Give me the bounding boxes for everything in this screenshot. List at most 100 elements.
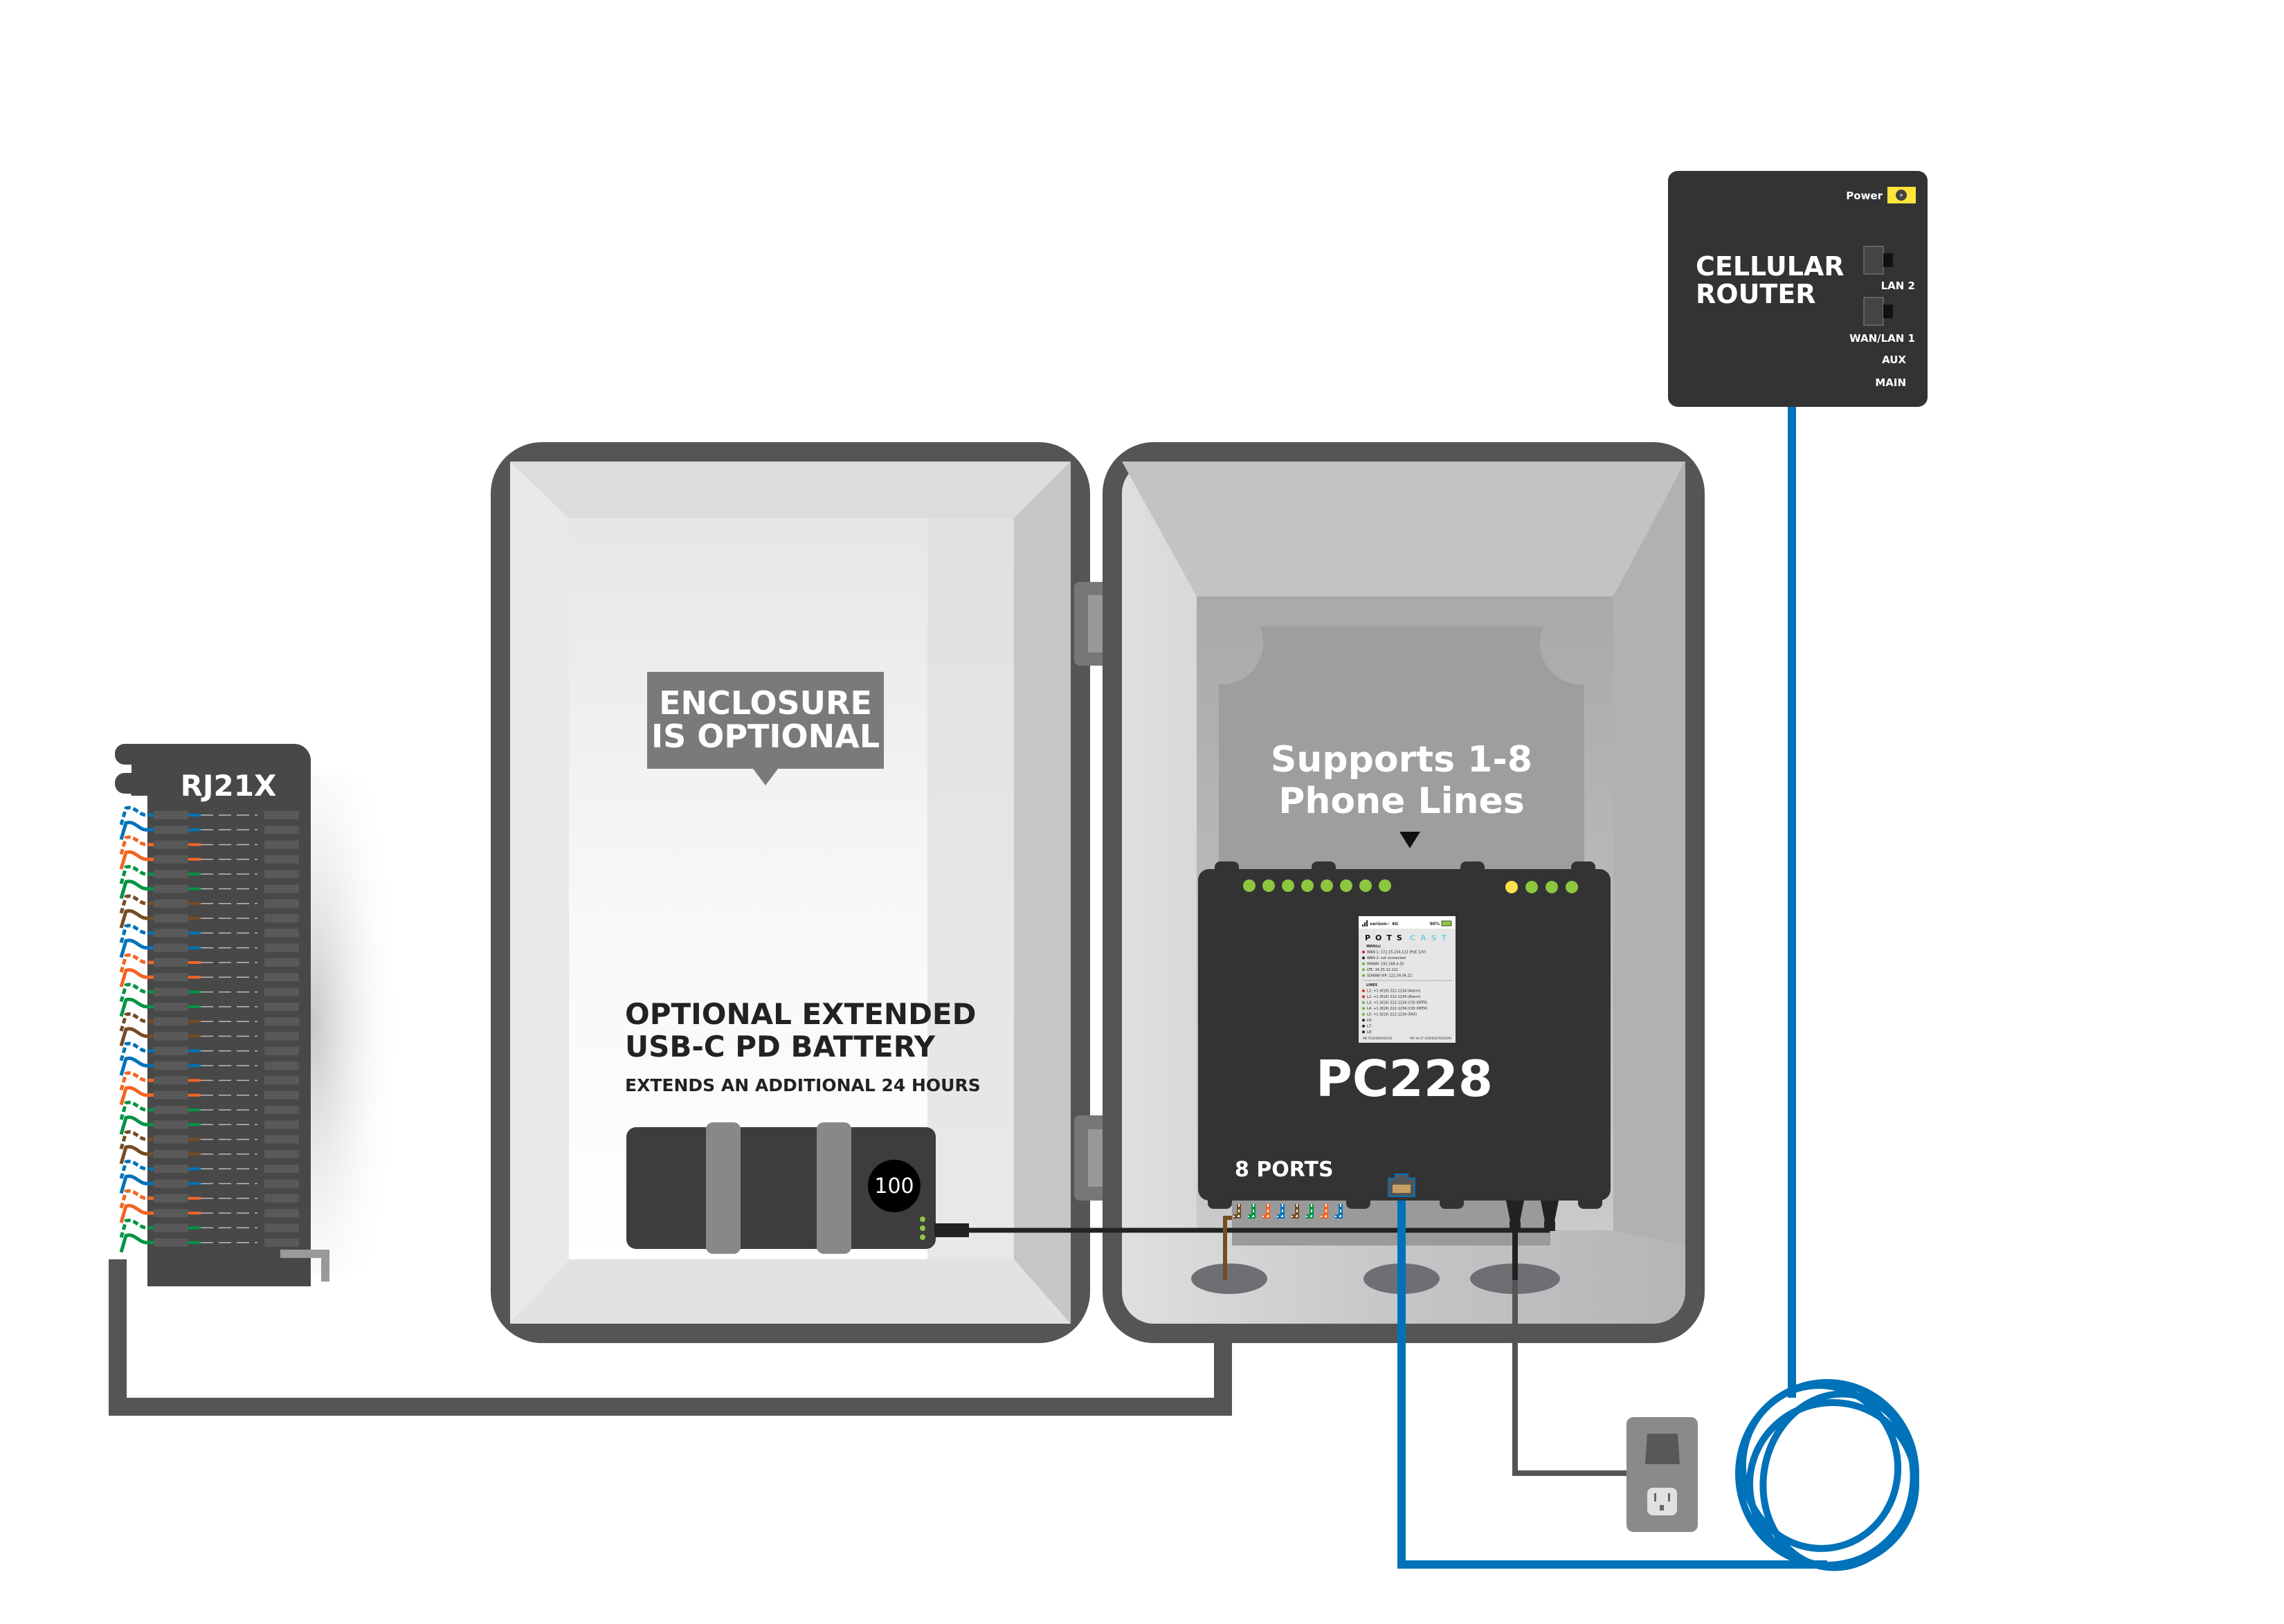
rj21x-punch-row [119, 909, 299, 929]
screen-status-list: WAN(s)WAN 1: 172.25.234.122 (PoE 12V)WAN… [1362, 945, 1452, 1034]
screen-row: L4: +1 (619) 222-1234 (CID XMTR) [1367, 1007, 1428, 1011]
status-dot [1362, 974, 1365, 977]
router-port-label: WAN/LAN 1 [1849, 332, 1915, 345]
usb-c-battery: 100 [626, 1122, 936, 1254]
pointer-arrow-icon [1399, 832, 1420, 848]
rj21x-wire [119, 1027, 154, 1047]
rj21x-wire [119, 924, 154, 944]
rj21x-punch-row [119, 1233, 299, 1253]
rj21x-punch-row [119, 879, 299, 900]
ethernet-coil [1735, 1379, 1919, 1571]
screen-row: L2: +1 (619) 222-1234 (Alarm) [1367, 995, 1421, 999]
status-dot [1362, 968, 1365, 971]
ethernet-cable [1397, 1176, 1827, 1569]
rj21x-punch-row [119, 1174, 299, 1194]
rj21x-wire-rows [119, 805, 299, 1253]
screen-row: L3: +1 (619) 222-1234 (CID XMTR) [1367, 1001, 1428, 1005]
rj21x-wire [119, 1144, 154, 1165]
rj21x-punch-row [119, 821, 299, 840]
line-led [1321, 879, 1333, 892]
ethernet-port[interactable] [1388, 1174, 1415, 1197]
rj21x-wire [119, 1233, 154, 1253]
line-led [1379, 879, 1391, 892]
rj21x-wire [119, 909, 154, 929]
router-title-line2: ROUTER [1696, 279, 1816, 309]
rj21x-punch-row [119, 1189, 299, 1209]
line-led [1359, 879, 1372, 892]
rj21x-punch-row [119, 968, 299, 987]
screen-row: LTE: 34.25.12.122 [1367, 968, 1398, 972]
line-led [1262, 879, 1275, 892]
screen-serial: SN: PC224D5A42234 [1363, 1037, 1393, 1040]
rj21x-punch-row [119, 865, 299, 884]
supports-callout-line1: Supports 1-8 [1271, 739, 1532, 781]
screen-row: L1: +1 (619) 222-1234 (Alarm) [1367, 989, 1421, 994]
cable-hole [1191, 1263, 1267, 1294]
battery-title-line2: USB-C PD BATTERY [625, 1030, 936, 1064]
phone-trunk-cable [109, 1259, 1232, 1416]
line-led [1243, 879, 1256, 892]
status-dot [1362, 989, 1365, 992]
status-led [1546, 881, 1558, 893]
rj21x-punch-row [119, 835, 299, 855]
status-dot [1362, 1012, 1365, 1016]
screen-battery: 90% [1430, 922, 1440, 927]
screen-logo-pots: POTS [1365, 933, 1407, 942]
line-led [1282, 879, 1294, 892]
rj21x-punch-row [119, 1160, 299, 1179]
rj21x-punch-row [119, 1027, 299, 1047]
router-antenna-label: AUX [1882, 354, 1906, 366]
power-connectors [1506, 1201, 1559, 1231]
screen-section-header: LINES [1366, 983, 1378, 987]
rj21x-wire [119, 1160, 154, 1179]
status-dot [1362, 956, 1365, 960]
status-led [1505, 881, 1518, 893]
status-led [1566, 881, 1578, 893]
supports-callout-line2: Phone Lines [1278, 781, 1524, 822]
device-ports-label: 8 PORTS [1235, 1158, 1334, 1182]
rj21x-punch-row [119, 953, 299, 973]
callout-line2: IS OPTIONAL [651, 718, 880, 755]
screen-row: L6: [1367, 1019, 1372, 1023]
rj21x-punch-row [119, 1130, 299, 1150]
router-title-line1: CELLULAR [1696, 251, 1845, 282]
rj21x-block: RJ21X [115, 744, 401, 1286]
lan2-port[interactable] [1863, 246, 1893, 275]
rj21x-wire [119, 1130, 154, 1150]
status-led [1525, 881, 1538, 893]
rj21x-wire [119, 953, 154, 973]
rj21x-punch-row [119, 1041, 299, 1061]
rj21x-punch-row [119, 1071, 299, 1091]
screen-row: WAN 1: 172.25.234.122 (PoE 12V) [1367, 951, 1426, 955]
router-power-label: Power [1846, 190, 1883, 202]
cellular-router: CELLULAR ROUTER Power LAN 2 WAN/LAN 1 AU… [1668, 171, 1928, 407]
phone-line-bundle [1223, 1216, 1232, 1280]
line-led [1301, 879, 1314, 892]
router-antenna-label: MAIN [1875, 376, 1906, 389]
battery-icon [1441, 920, 1452, 927]
status-dot [1362, 962, 1365, 965]
wan-lan1-port[interactable] [1863, 297, 1893, 326]
screen-row: L7: [1367, 1025, 1372, 1029]
device-model: PC228 [1316, 1050, 1493, 1108]
rj21x-wire [119, 850, 154, 870]
left-enclosure-door: ENCLOSURE IS OPTIONAL OPTIONAL EXTENDED … [491, 442, 1090, 1343]
rj21x-punch-row [119, 983, 299, 1003]
rj21x-punch-row [119, 850, 299, 870]
screen-section-header: WAN(s) [1366, 945, 1381, 949]
rj21x-punch-row [119, 938, 299, 958]
screen-row: L5: +1 (619) 222-1234 (FAX) [1367, 1013, 1417, 1017]
rj21x-wire [119, 894, 154, 914]
rj21x-wire [119, 821, 154, 840]
rj21x-punch-row [119, 1115, 299, 1135]
rj21x-wire [119, 835, 154, 855]
rj21x-wire [119, 1219, 154, 1239]
phone-line-cables [1223, 1204, 1343, 1280]
status-dot [1362, 1030, 1365, 1034]
status-dot [1362, 1007, 1365, 1010]
screen-firmware: FW: V4.17 (20240327023429) [1410, 1037, 1452, 1040]
enclosure-optional-callout: ENCLOSURE IS OPTIONAL [647, 672, 884, 785]
battery-subtitle: EXTENDS AN ADDITIONAL 24 HOURS [625, 1075, 981, 1095]
rj21x-wire [119, 1056, 154, 1076]
